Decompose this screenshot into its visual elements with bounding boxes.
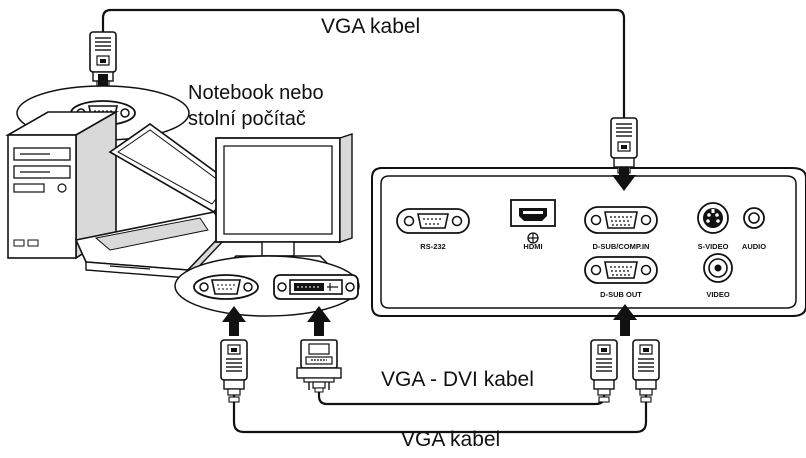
svideo-port-icon bbox=[697, 202, 729, 234]
vga-plug-projector-dvi-cable bbox=[590, 339, 618, 403]
monitor-port-callout bbox=[174, 255, 360, 317]
vga-cable-bottom-line bbox=[232, 382, 648, 434]
computer-label-line2: stolní počítač bbox=[188, 108, 306, 130]
computer-label-line1: Notebook nebo bbox=[188, 82, 324, 104]
lcd-monitor bbox=[215, 133, 353, 267]
svideo-label: S-VIDEO bbox=[698, 242, 729, 251]
arrow-down-projector-icon bbox=[612, 167, 636, 191]
desktop-tower bbox=[5, 110, 119, 260]
monitor-vga-port-icon bbox=[193, 274, 259, 300]
projector-rear-panel bbox=[371, 167, 806, 317]
rs232-port-icon bbox=[396, 208, 470, 234]
vga-cable-bottom-label: VGA kabel bbox=[401, 428, 501, 451]
audio-label: AUDIO bbox=[742, 242, 766, 251]
video-port-icon bbox=[703, 253, 733, 283]
vga-plug-monitor bbox=[220, 339, 248, 403]
dsub-comp-in-label: D-SUB/COMP.IN bbox=[593, 242, 650, 251]
monitor-dvi-port-icon bbox=[273, 274, 359, 300]
dvi-plug-monitor bbox=[296, 339, 342, 393]
arrow-up-projector-out-icon bbox=[613, 304, 637, 336]
vga-plug-projector-vga-cable bbox=[632, 339, 660, 403]
rs232-label: RS-232 bbox=[420, 242, 445, 251]
hdmi-label: HDMI bbox=[523, 242, 542, 251]
vga-cable-top-label: VGA kabel bbox=[321, 15, 421, 38]
dsub-out-label: D-SUB OUT bbox=[600, 290, 642, 299]
vga-plug-projector-in bbox=[610, 117, 638, 174]
audio-port-icon bbox=[743, 207, 765, 229]
dsub-comp-in-port-icon bbox=[584, 206, 658, 234]
dsub-out-port-icon bbox=[584, 256, 658, 284]
vga-cable-top-line bbox=[101, 8, 626, 118]
video-label: VIDEO bbox=[706, 290, 730, 299]
vga-dvi-cable-label: VGA - DVI kabel bbox=[381, 368, 534, 391]
hdmi-port-icon bbox=[510, 199, 556, 244]
